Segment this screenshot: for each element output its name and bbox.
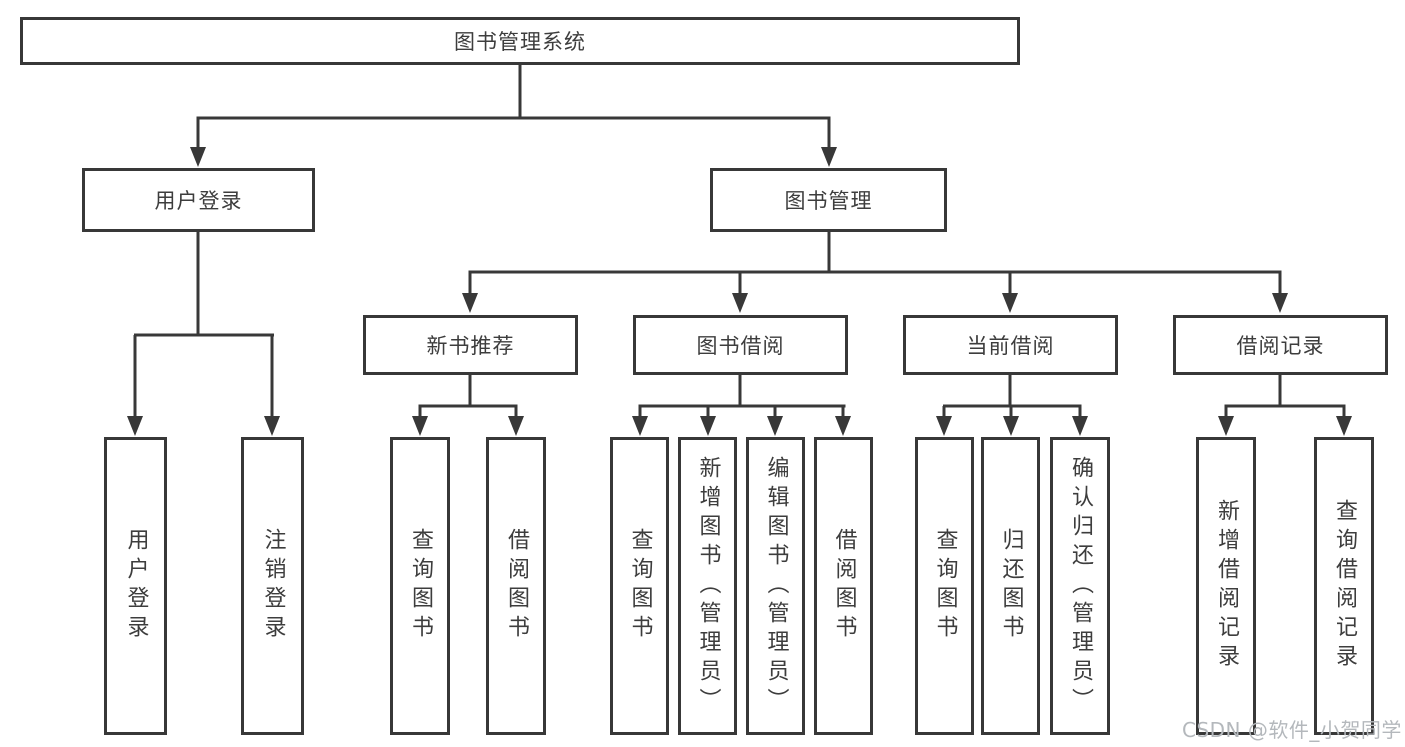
leaf-user-login-label: 用户登录 xyxy=(123,528,149,644)
leaf-logout: 注销登录 xyxy=(241,437,304,735)
leaf-recommend-borrow-books: 借阅图书 xyxy=(486,437,546,735)
node-current-borrow-label: 当前借阅 xyxy=(966,334,1055,358)
leaf-current-confirm-return-admin: 确认归还（管理员） xyxy=(1050,437,1110,735)
connector-records-to-leaves xyxy=(1218,375,1352,436)
node-book-borrow: 图书借阅 xyxy=(633,315,848,375)
connector-borrow-to-leaves xyxy=(632,375,851,436)
connector-recommend-to-leaves xyxy=(412,375,524,436)
leaf-recommend-query-books: 查询图书 xyxy=(390,437,450,735)
node-user-login: 用户登录 xyxy=(82,168,315,232)
leaf-current-return-books-label: 归还图书 xyxy=(998,528,1024,644)
leaf-user-login: 用户登录 xyxy=(104,437,167,735)
connector-login-to-leaves xyxy=(127,232,280,436)
node-user-login-label: 用户登录 xyxy=(154,189,243,213)
leaf-borrow-edit-books-admin: 编辑图书（管理员） xyxy=(746,437,805,735)
node-book-borrow-label: 图书借阅 xyxy=(696,334,785,358)
connector-current-to-leaves xyxy=(936,375,1088,436)
leaf-current-query-books-label: 查询图书 xyxy=(932,528,958,644)
leaf-borrow-add-books-admin-label: 新增图书（管理员） xyxy=(695,455,721,717)
node-current-borrow: 当前借阅 xyxy=(903,315,1118,375)
connector-root-to-level2 xyxy=(190,65,837,167)
leaf-records-query-record-label: 查询借阅记录 xyxy=(1332,499,1357,673)
leaf-borrow-add-books-admin: 新增图书（管理员） xyxy=(678,437,737,735)
leaf-recommend-borrow-books-label: 借阅图书 xyxy=(504,528,529,644)
leaf-records-add-record: 新增借阅记录 xyxy=(1196,437,1256,735)
leaf-borrow-query-books: 查询图书 xyxy=(610,437,669,735)
leaf-records-add-record-label: 新增借阅记录 xyxy=(1214,499,1239,673)
leaf-current-confirm-return-admin-label: 确认归还（管理员） xyxy=(1068,455,1093,717)
leaf-current-query-books: 查询图书 xyxy=(915,437,974,735)
node-borrow-records-label: 借阅记录 xyxy=(1236,334,1325,358)
leaf-logout-label: 注销登录 xyxy=(260,528,286,644)
node-root-label: 图书管理系统 xyxy=(454,30,586,54)
leaf-borrow-edit-books-admin-label: 编辑图书（管理员） xyxy=(763,455,789,717)
node-root: 图书管理系统 xyxy=(20,17,1020,65)
leaf-recommend-query-books-label: 查询图书 xyxy=(408,528,433,644)
node-new-book-recommend-label: 新书推荐 xyxy=(426,334,515,358)
leaf-borrow-query-books-label: 查询图书 xyxy=(627,528,653,644)
leaf-borrow-borrow-books-label: 借阅图书 xyxy=(831,528,857,644)
leaf-borrow-borrow-books: 借阅图书 xyxy=(814,437,873,735)
node-borrow-records: 借阅记录 xyxy=(1173,315,1388,375)
leaf-current-return-books: 归还图书 xyxy=(981,437,1040,735)
csdn-watermark: CSDN @软件_小贺同学 xyxy=(1182,718,1402,742)
leaf-records-query-record: 查询借阅记录 xyxy=(1314,437,1374,735)
connector-mgmt-to-level3 xyxy=(462,232,1288,313)
node-book-management-label: 图书管理 xyxy=(784,189,873,213)
node-book-management: 图书管理 xyxy=(710,168,947,232)
node-new-book-recommend: 新书推荐 xyxy=(363,315,578,375)
